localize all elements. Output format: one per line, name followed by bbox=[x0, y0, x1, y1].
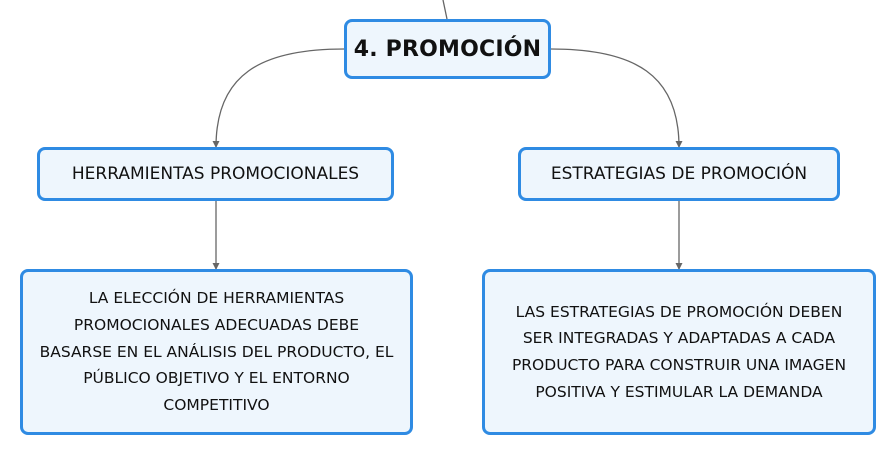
arrowhead-right-leaf bbox=[675, 263, 683, 270]
root-node-label: 4. PROMOCIÓN bbox=[353, 36, 542, 62]
leaf-node-herramientas-detail[interactable]: LA ELECCIÓN DE HERRAMIENTAS PROMOCIONALE… bbox=[20, 269, 413, 435]
connector-root-to-right-branch bbox=[550, 48, 680, 148]
branch-node-herramientas[interactable]: HERRAMIENTAS PROMOCIONALES bbox=[37, 147, 394, 201]
connector-root-to-left-branch bbox=[215, 48, 345, 148]
root-node[interactable]: 4. PROMOCIÓN bbox=[344, 19, 551, 79]
branch-node-estrategias[interactable]: ESTRATEGIAS DE PROMOCIÓN bbox=[518, 147, 840, 201]
branch-node-label: ESTRATEGIAS DE PROMOCIÓN bbox=[550, 164, 808, 184]
arrowhead-right-branch bbox=[675, 141, 683, 148]
connector-parent-to-root bbox=[442, 0, 448, 20]
leaf-node-text: LAS ESTRATEGIAS DE PROMOCIÓN DEBEN SER I… bbox=[511, 302, 847, 401]
leaf-node-estrategias-detail[interactable]: LAS ESTRATEGIAS DE PROMOCIÓN DEBEN SER I… bbox=[482, 269, 876, 435]
arrowhead-left-leaf bbox=[212, 263, 220, 270]
arrowhead-left-branch bbox=[212, 141, 220, 148]
leaf-node-text: LA ELECCIÓN DE HERRAMIENTAS PROMOCIONALE… bbox=[39, 289, 394, 414]
branch-node-label: HERRAMIENTAS PROMOCIONALES bbox=[71, 164, 360, 184]
